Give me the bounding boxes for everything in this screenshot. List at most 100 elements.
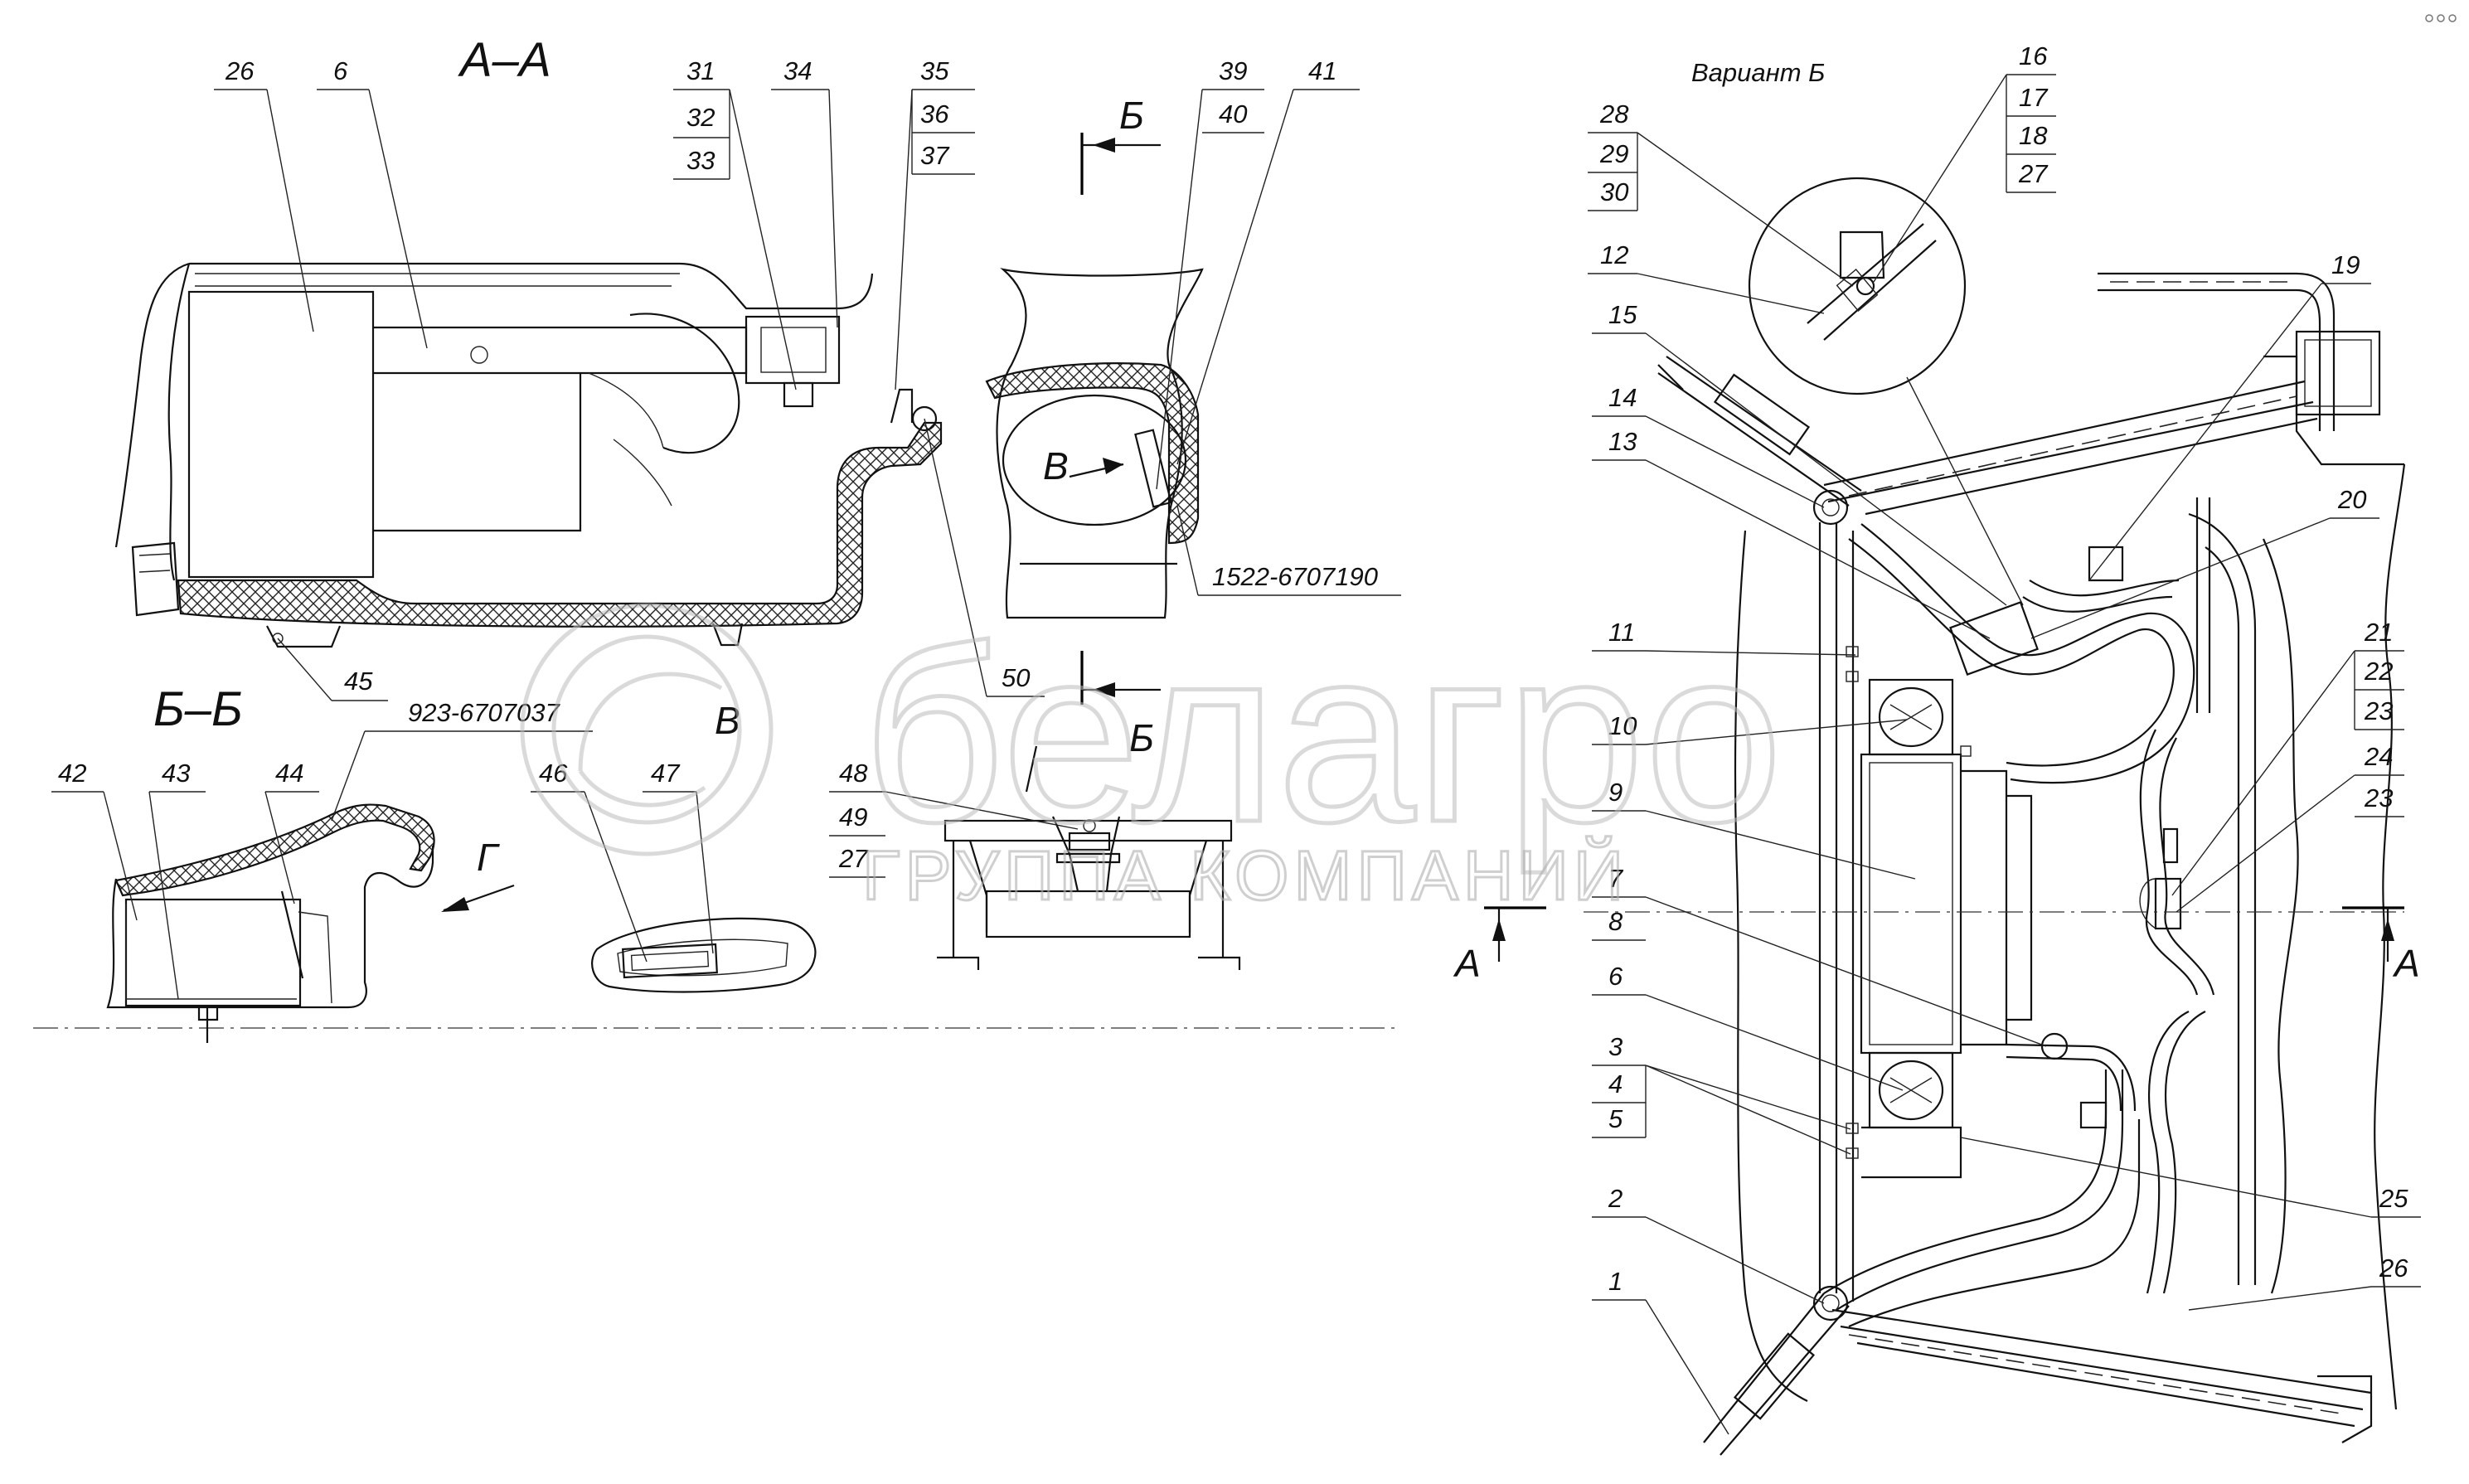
svg-text:40: 40 — [1219, 99, 1247, 129]
callout-19: 19 — [2088, 250, 2371, 581]
svg-text:30: 30 — [1600, 177, 1628, 206]
section-bb-view: Б–Б 42 43 44 923-6707037 — [33, 682, 1401, 1043]
watermark-subtitle: ГРУППА КОМПАНИЙ — [862, 837, 1628, 914]
svg-text:35: 35 — [920, 56, 949, 85]
view-g: 46 47 В — [531, 699, 817, 993]
svg-text:49: 49 — [839, 803, 867, 832]
svg-text:6: 6 — [333, 56, 348, 85]
view-a-arrow-left: А — [1453, 906, 1546, 985]
callout-35-36-37: 35 36 37 — [895, 56, 975, 390]
svg-text:44: 44 — [275, 759, 303, 788]
main-plan-view: Вариант Б 16 17 18 27 28 29 — [1453, 41, 2421, 1456]
callout-10: 10 — [1592, 711, 1908, 745]
svg-text:41: 41 — [1308, 56, 1336, 85]
callout-28-29-30: 28 29 30 — [1588, 99, 1854, 287]
svg-text:1522-6707190: 1522-6707190 — [1212, 562, 1378, 591]
svg-text:15: 15 — [1608, 300, 1637, 329]
callout-31-32-33: 31 32 33 — [673, 56, 797, 390]
svg-text:1: 1 — [1608, 1267, 1623, 1296]
callout-43: 43 — [148, 759, 206, 1000]
svg-text:7: 7 — [1608, 864, 1624, 893]
section-aa-title: А–А — [458, 33, 551, 87]
callout-45: 45 — [277, 638, 388, 701]
brand-watermark: белагро ГРУППА КОМПАНИЙ — [520, 594, 1785, 916]
svg-text:34: 34 — [783, 56, 812, 85]
svg-text:В: В — [1043, 444, 1069, 487]
svg-text:45: 45 — [344, 667, 373, 696]
svg-text:9: 9 — [1608, 778, 1623, 807]
svg-text:22: 22 — [2364, 657, 2393, 686]
watermark-brand: белагро — [862, 595, 1783, 875]
callout-26-right: 26 — [2188, 1254, 2421, 1311]
callout-34: 34 — [771, 56, 838, 328]
callout-50: 50 — [924, 418, 1045, 697]
svg-text:23: 23 — [2364, 783, 2393, 812]
variant-b-detail-circle — [1748, 177, 1967, 395]
callout-16-17-18-27: 16 17 18 27 — [1873, 41, 2056, 283]
callout-1: 1 — [1592, 1267, 1729, 1435]
svg-text:29: 29 — [1599, 139, 1628, 168]
callout-47: 47 — [643, 759, 714, 954]
callout-21-22-23: 21 22 23 — [2171, 618, 2404, 896]
heater-unit-9 — [1860, 753, 1962, 1055]
svg-text:27: 27 — [838, 844, 869, 873]
svg-text:48: 48 — [839, 759, 868, 788]
svg-text:37: 37 — [920, 141, 950, 170]
cut-mark-b-bottom: Б — [1080, 651, 1161, 759]
callout-13: 13 — [1592, 427, 1991, 639]
svg-text:2: 2 — [1608, 1184, 1623, 1213]
window-controls-icon[interactable] — [2425, 14, 2457, 22]
callout-1522: 1522-6707190 — [1176, 505, 1401, 596]
svg-text:20: 20 — [2337, 485, 2366, 514]
svg-text:28: 28 — [1599, 99, 1629, 129]
svg-text:39: 39 — [1219, 56, 1247, 85]
watermark-logo-ring — [520, 603, 774, 856]
svg-text:11: 11 — [1608, 618, 1635, 647]
view-g-arrow: Г — [441, 836, 515, 912]
svg-text:42: 42 — [58, 759, 86, 788]
callout-3-4-5: 3 4 5 — [1592, 1032, 1851, 1155]
callout-44: 44 — [264, 759, 319, 904]
svg-text:17: 17 — [2019, 83, 2049, 112]
view-a-arrow-right: А — [2342, 906, 2420, 985]
svg-text:27: 27 — [2018, 159, 2049, 188]
callout-39-40: 39 40 — [1156, 56, 1264, 490]
svg-text:31: 31 — [686, 56, 715, 85]
callout-48-49-27: 48 49 27 — [829, 759, 1079, 878]
svg-text:8: 8 — [1608, 907, 1623, 936]
callout-20: 20 — [2030, 485, 2379, 639]
svg-text:5: 5 — [1608, 1104, 1623, 1133]
svg-text:36: 36 — [920, 99, 949, 129]
svg-text:923-6707037: 923-6707037 — [408, 698, 560, 727]
callout-14: 14 — [1592, 383, 1825, 508]
svg-text:43: 43 — [162, 759, 190, 788]
svg-text:26: 26 — [225, 56, 255, 85]
callout-26: 26 — [214, 56, 314, 332]
svg-text:Б: Б — [1119, 94, 1144, 137]
svg-text:12: 12 — [1600, 240, 1628, 269]
callout-2: 2 — [1592, 1184, 1825, 1304]
callout-6: 6 — [1592, 962, 1904, 1091]
callout-46: 46 — [531, 759, 648, 963]
svg-text:3: 3 — [1608, 1032, 1623, 1061]
callout-41: 41 — [1176, 56, 1360, 465]
svg-text:Вариант Б: Вариант Б — [1691, 58, 1825, 87]
svg-text:32: 32 — [686, 103, 715, 132]
callout-9: 9 — [1592, 778, 1916, 880]
view-v: В 39 40 41 1522-6707190 — [985, 56, 1401, 619]
callout-12: 12 — [1588, 240, 1825, 314]
svg-text:4: 4 — [1608, 1069, 1623, 1098]
svg-text:21: 21 — [2364, 618, 2393, 647]
svg-text:6: 6 — [1608, 962, 1623, 991]
svg-text:16: 16 — [2019, 41, 2048, 70]
callout-6-top: 6 — [317, 56, 428, 349]
svg-text:25: 25 — [2379, 1184, 2408, 1213]
part-26-block — [187, 290, 375, 579]
section-aa-view: А–А 26 — [114, 33, 1045, 701]
svg-text:18: 18 — [2019, 121, 2048, 150]
svg-text:А: А — [1453, 942, 1481, 985]
callout-24-23: 24 23 — [2176, 742, 2404, 913]
view-b-mount: 48 49 27 — [829, 745, 1241, 970]
callout-42: 42 — [51, 759, 138, 921]
